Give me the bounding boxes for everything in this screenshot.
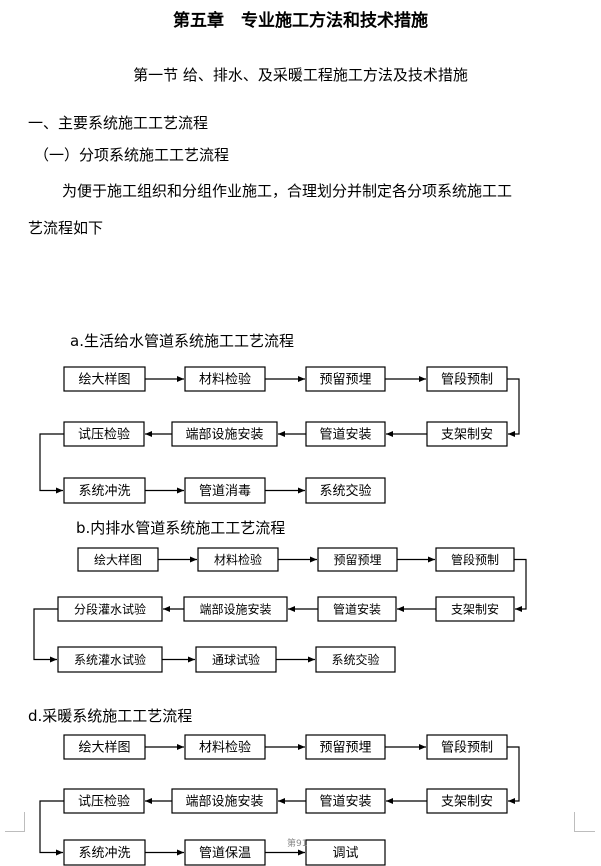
- flow-step-label: 系统灌水试验: [74, 652, 146, 667]
- flow-step-box: [426, 366, 508, 392]
- flow-step-label: 系统冲洗: [78, 484, 130, 499]
- flow-step-box: [426, 421, 508, 447]
- flow-step-label: 材料检验: [214, 552, 262, 567]
- page-corner-mark-left: [24, 812, 25, 832]
- flow-connector-right: [514, 558, 527, 612]
- flow-step-label: 分段灌水试验: [74, 602, 146, 617]
- flow-step-box: [171, 788, 278, 814]
- flow-step-label: 支架制安: [441, 428, 493, 443]
- flow-step-box: [305, 421, 386, 447]
- flow-step-box: [183, 596, 288, 622]
- flow-step-box: [305, 477, 386, 504]
- flow-step-box: [184, 734, 266, 760]
- flow-step-label: 试压检验: [78, 794, 130, 810]
- flow-step-label: 材料检验: [199, 740, 251, 756]
- flow-step-label: 端部设施安装: [185, 795, 263, 810]
- flow-step-label: 调试: [332, 846, 358, 861]
- flow-step-box: [435, 596, 515, 622]
- flow-step-label: 系统交验: [319, 483, 371, 499]
- flow-step-box: [63, 788, 145, 814]
- flow-step-label: 系统交验: [331, 652, 379, 667]
- heading-sub-process: （一）分项系统施工工艺流程: [34, 146, 230, 164]
- flow-step-box: [195, 646, 277, 673]
- flow-step-label: 系统冲洗: [78, 846, 130, 861]
- flow-step-box: [305, 366, 386, 392]
- flow-step-label: 支架制安: [441, 795, 493, 810]
- flow-step-label: 预留预埋: [319, 373, 371, 388]
- flow-step-label: 端部设施安装: [199, 602, 271, 617]
- flow-step-label: 管段预制: [441, 373, 493, 388]
- flow-step-box: [184, 477, 266, 504]
- flow-step-label: 管段预制: [441, 741, 493, 756]
- flow-step-label: 管道安装: [319, 428, 371, 443]
- section-title: 第一节 给、排水、及采暖工程施工方法及技术措施: [133, 66, 468, 84]
- flow-title-drainage: b.内排水管道系统施工工艺流程: [76, 519, 286, 537]
- flow-step-label: 绘大样图: [78, 373, 130, 388]
- flow-step-label: 管道安装: [333, 602, 381, 617]
- flow-step-box: [63, 366, 146, 392]
- flow-step-box: [315, 646, 396, 673]
- flow-step-label: 试压检验: [78, 427, 130, 443]
- flow-step-label: 材料检验: [199, 372, 251, 388]
- flow-step-label: 绘大样图: [78, 741, 130, 756]
- flow-step-box: [63, 477, 146, 504]
- flow-step-label: 绘大样图: [94, 552, 142, 567]
- page-corner-mark-right: [574, 812, 575, 832]
- flow-step-label: 端部设施安装: [185, 428, 263, 443]
- flow-step-box: [305, 734, 386, 760]
- heading-main-process: 一、主要系统施工工艺流程: [28, 114, 209, 132]
- flow-step-label: 管道消毒: [199, 484, 251, 499]
- intro-paragraph-line2: 艺流程如下: [28, 219, 104, 237]
- page-corner-mark-right-h: [575, 831, 595, 832]
- intro-paragraph-line1: 为便于施工组织和分组作业施工，合理划分并制定各分项系统施工工: [62, 182, 513, 200]
- flow-step-label: 管道安装: [319, 795, 371, 810]
- flow-step-box: [305, 839, 386, 866]
- flow-title-water-supply: a.生活给水管道系统施工工艺流程: [70, 332, 294, 350]
- flow-title-heating: d.采暖系统施工工艺流程: [28, 707, 193, 725]
- flow-connector-left: [39, 800, 64, 856]
- flow-step-box: [317, 596, 397, 622]
- flow-step-box: [63, 421, 145, 447]
- flow-connector-right: [507, 378, 520, 437]
- flow-step-label: 管段预制: [451, 552, 499, 567]
- flow-step-label: 通球试验: [212, 652, 260, 667]
- flow-connector-right: [507, 746, 520, 804]
- flow-step-label: 预留预埋: [333, 553, 381, 567]
- page-number-marker: 第91: [287, 839, 308, 849]
- flow-step-label: 管道保温: [199, 846, 251, 861]
- flow-step-box: [184, 839, 266, 866]
- flow-connector-left: [39, 433, 64, 494]
- flow-connector-left: [33, 608, 58, 663]
- chapter-title: 第五章 专业施工方法和技术措施: [173, 11, 428, 31]
- flow-step-label: 支架制安: [451, 602, 499, 617]
- flow-step-label: 预留预埋: [319, 741, 371, 756]
- flow-step-box: [63, 734, 146, 760]
- page-corner-mark-left-h: [5, 831, 25, 832]
